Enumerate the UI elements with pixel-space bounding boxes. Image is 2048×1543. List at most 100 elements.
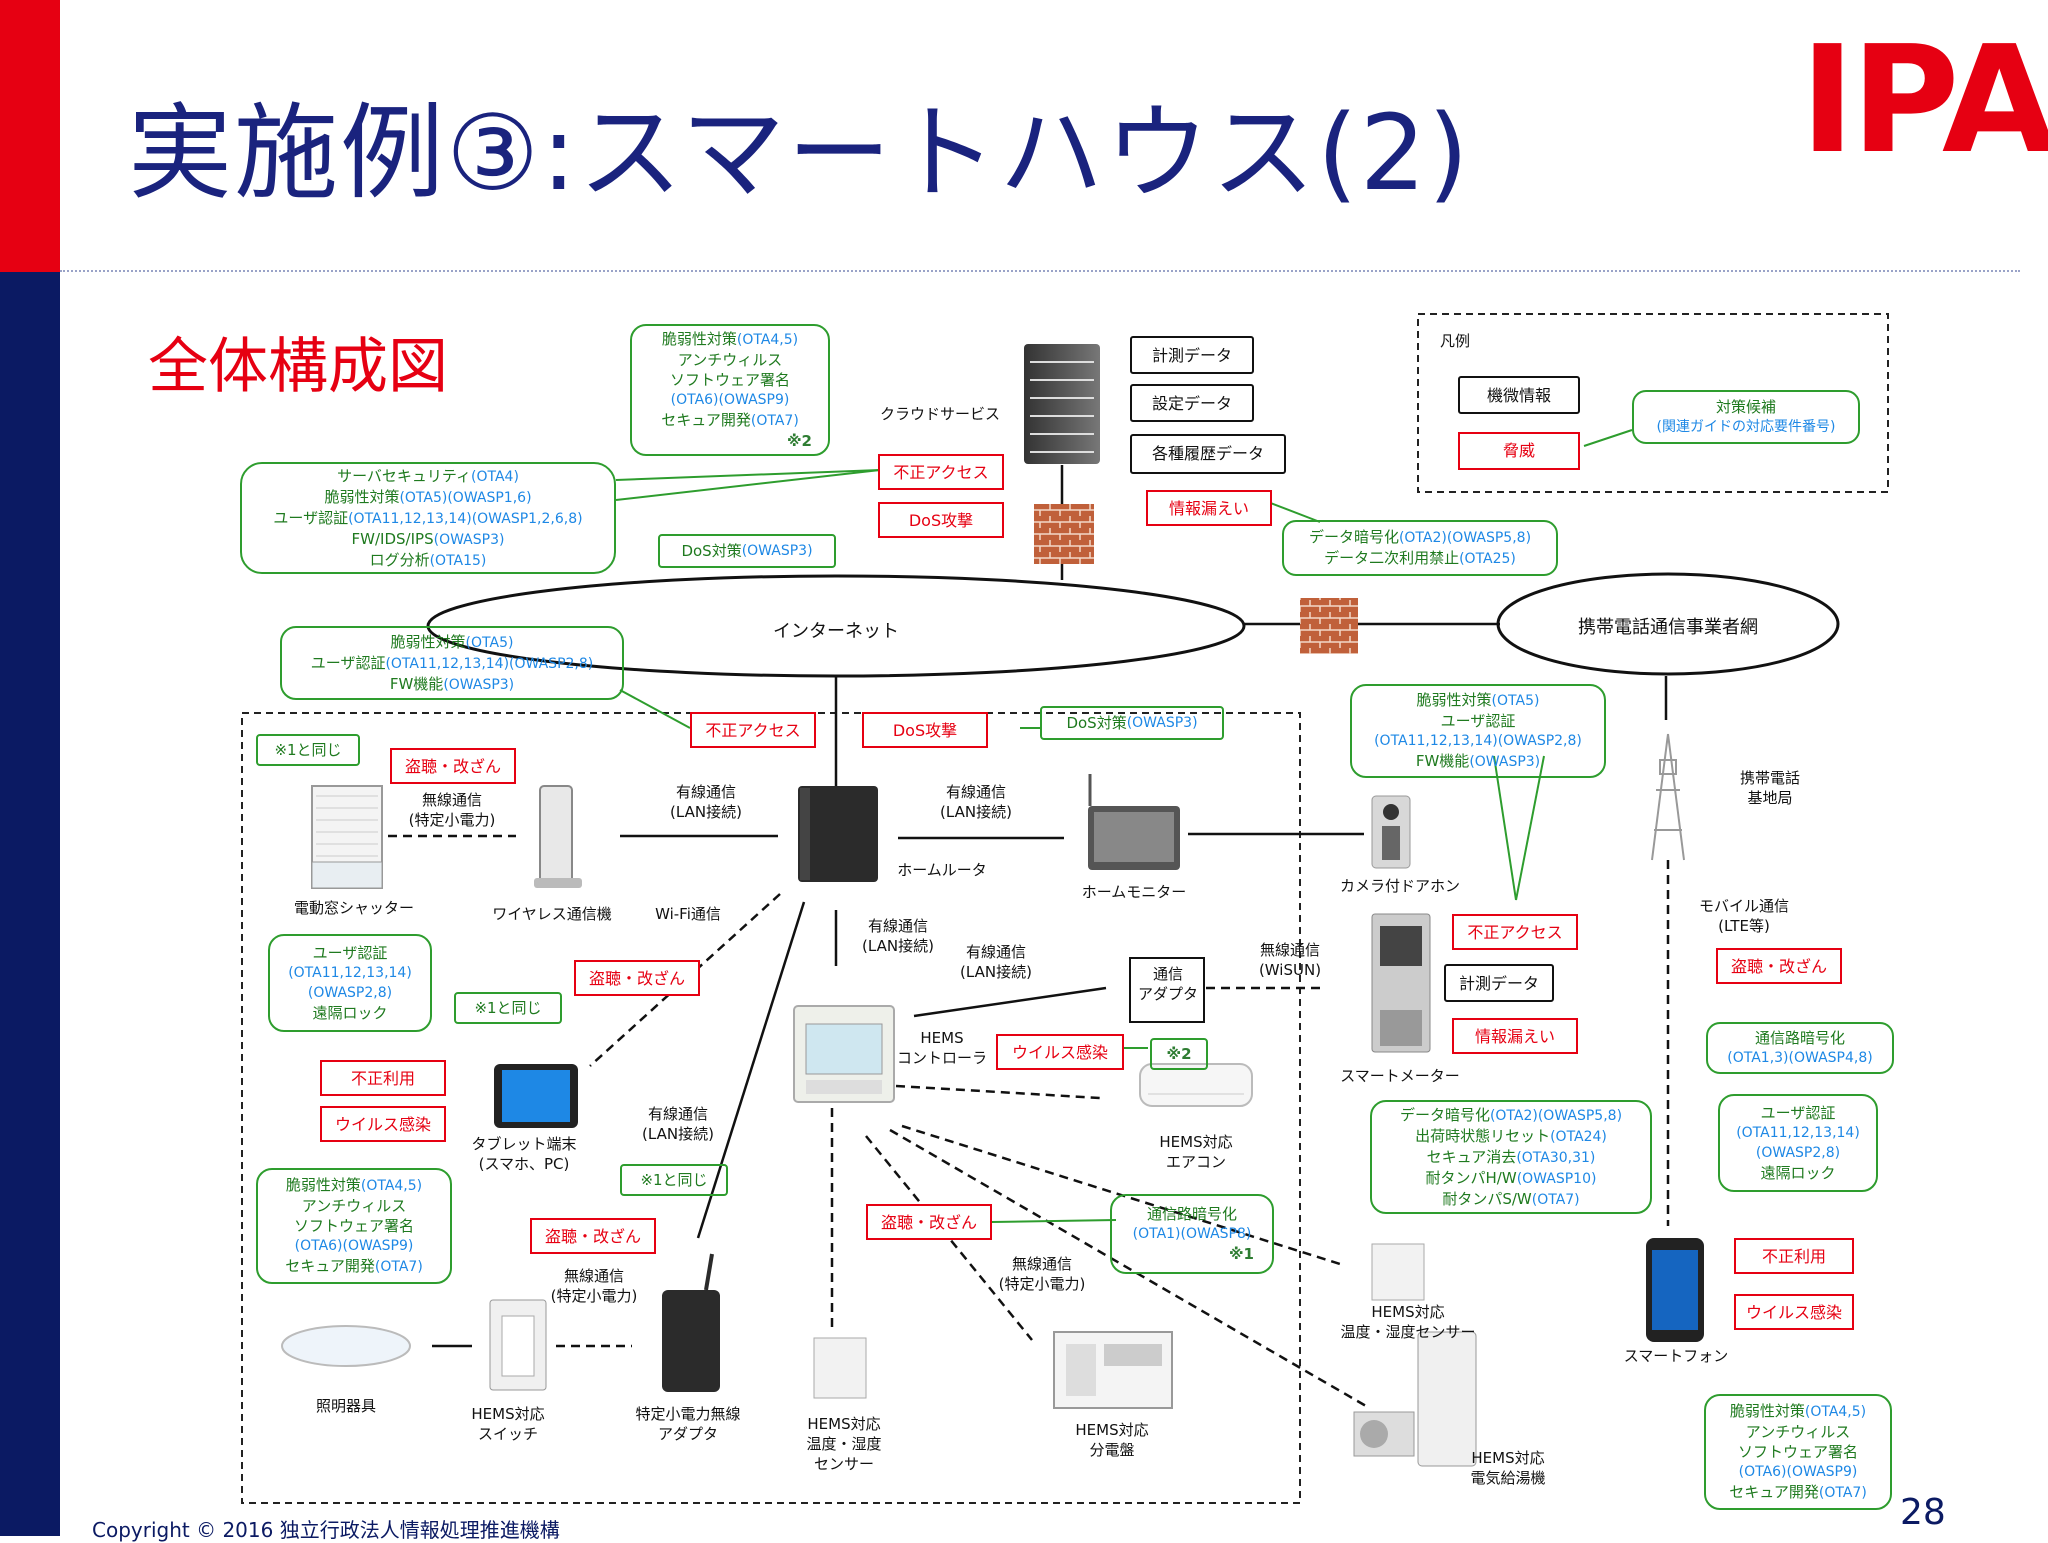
- link-wired-label-sub: (LAN接続): [940, 803, 1012, 821]
- measure-phone-auth: ユーザ認証 (OTA11,12,13,14) (OWASP2,8) 遠隔ロック: [1718, 1094, 1878, 1192]
- threat-cloud-dos: DoS攻撃: [878, 502, 1004, 538]
- cloud-service-label: クラウドサービス: [879, 405, 1001, 423]
- link-wired-label-sub: (LAN接続): [862, 937, 934, 955]
- measure-same-as-1: ※1と同じ: [620, 1164, 728, 1196]
- comm-adapter-label-1: 通信: [1152, 965, 1184, 983]
- link-wired-label: 有線通信: [675, 783, 737, 801]
- base-station-label-2: 基地局: [1747, 789, 1793, 807]
- home-router-icon: [798, 786, 878, 882]
- water-heater-label-1: HEMS対応: [1471, 1449, 1545, 1467]
- measure-hems-note-2: ※2: [1150, 1038, 1208, 1070]
- link-wired-label-sub: (LAN接続): [960, 963, 1032, 981]
- lp-adapter-label-2: アダプタ: [657, 1425, 719, 1443]
- sensor-in-label-3: センサー: [813, 1455, 875, 1473]
- panel-label-2: 分電盤: [1089, 1441, 1135, 1459]
- hems-controller-label-1: HEMS: [920, 1029, 964, 1047]
- section-title: 全体構成図: [148, 332, 448, 402]
- threat-cloud-leak: 情報漏えい: [1146, 490, 1272, 526]
- link-mobile-label: モバイル通信: [1698, 897, 1790, 915]
- data-history-box: 各種履歴データ: [1130, 434, 1286, 474]
- measure-cloud-dos: DoS対策(OWASP3): [658, 534, 836, 568]
- measure-radio-encryption: 通信路暗号化 (OTA1)(OWASP8) ※1: [1110, 1194, 1274, 1274]
- legend-countermeasure-box: 対策候補 (関連ガイドの対応要件番号): [1632, 390, 1860, 444]
- link-wired-label: 有線通信: [965, 943, 1027, 961]
- water-heater-icon: [1353, 1331, 1477, 1467]
- threat-tablet-tamper: 盗聴・改ざん: [574, 960, 700, 996]
- measure-same-as-1: ※1と同じ: [454, 992, 562, 1024]
- threat-lp-tamper: 盗聴・改ざん: [530, 1218, 656, 1254]
- firewall-icon: [1034, 504, 1094, 564]
- mobile-network-label: 携帯電話通信事業者網: [1578, 617, 1758, 638]
- wifi-label: Wi-Fi通信: [655, 905, 721, 923]
- aircon-label-1: HEMS対応: [1159, 1133, 1233, 1151]
- data-measure-box: 計測データ: [1130, 336, 1254, 374]
- low-power-adapter-icon: [662, 1253, 720, 1392]
- shutter-label: 電動窓シャッター: [293, 899, 415, 917]
- threat-meter-leak: 情報漏えい: [1452, 1018, 1578, 1054]
- threat-tablet-virus: ウイルス感染: [320, 1106, 446, 1142]
- measure-router: 脆弱性対策(OTA5) ユーザ認証(OTA11,12,13,14)(OWASP2…: [280, 626, 624, 700]
- link-mobile-label-sub: (LTE等): [1718, 917, 1770, 935]
- link-radio-label-sub: (特定小電力): [550, 1287, 638, 1305]
- threat-phone-virus: ウイルス感染: [1734, 1294, 1854, 1330]
- page-number: 28: [1900, 1492, 1946, 1533]
- distribution-panel-icon: [1053, 1331, 1173, 1409]
- threat-hems-virus: ウイルス感染: [996, 1034, 1124, 1070]
- smartphone-label: スマートフォン: [1623, 1347, 1729, 1365]
- panel-label-1: HEMS対応: [1075, 1421, 1149, 1439]
- link-radio-label-sub: (特定小電力): [408, 811, 496, 829]
- threat-mobile-tamper: 盗聴・改ざん: [1716, 948, 1842, 984]
- tablet-icon: [494, 1064, 578, 1128]
- lp-adapter-label-1: 特定小電力無線: [635, 1405, 741, 1423]
- legend-threat-box: 脅威: [1458, 432, 1580, 470]
- measure-meter-data: データ暗号化(OTA2)(OWASP5,8) 出荷時状態リセット(OTA24) …: [1370, 1100, 1652, 1214]
- switch-label-2: スイッチ: [477, 1425, 539, 1443]
- sensor-in-label-2: 温度・湿度: [806, 1435, 882, 1453]
- link-radio-label: 無線通信: [421, 791, 483, 809]
- link-wisun-label: 無線通信: [1259, 941, 1321, 959]
- base-station-tower-icon: [1651, 733, 1685, 861]
- base-station-label-1: 携帯電話: [1739, 769, 1801, 787]
- threat-shutter-tamper: 盗聴・改ざん: [390, 748, 516, 784]
- door-camera-icon: [1371, 795, 1411, 869]
- threat-radio-tamper: 盗聴・改ざん: [866, 1204, 992, 1240]
- outdoor-sensor-icon: [1371, 1243, 1425, 1301]
- light-fixture-icon: [281, 1325, 411, 1367]
- sensor-in-label-1: HEMS対応: [807, 1415, 881, 1433]
- window-shutter-icon: [311, 785, 383, 889]
- link-wisun-label-sub: (WiSUN): [1258, 961, 1322, 979]
- measure-cloud-vuln: 脆弱性対策(OTA4,5) アンチウィルス ソフトウェア署名 (OTA6)(OW…: [630, 324, 830, 456]
- home-monitor-label: ホームモニター: [1081, 883, 1187, 901]
- link-radio-label: 無線通信: [1011, 1255, 1073, 1273]
- measure-meter-auth: 脆弱性対策(OTA5) ユーザ認証 (OTA11,12,13,14)(OWASP…: [1350, 684, 1606, 778]
- smart-meter-icon: [1371, 913, 1431, 1053]
- threat-cloud-access: 不正アクセス: [878, 454, 1004, 490]
- firewall-icon: [1300, 598, 1358, 654]
- light-label: 照明器具: [315, 1397, 377, 1415]
- communication-adapter-icon: [1129, 957, 1205, 1023]
- outdoor-sensor-label-2: 温度・湿度センサー: [1340, 1323, 1476, 1341]
- hems-controller-icon: [793, 1005, 895, 1103]
- link-wired-label: 有線通信: [867, 917, 929, 935]
- home-monitor-icon: [1088, 774, 1180, 870]
- callout-pointers: [615, 429, 1633, 1223]
- measure-router-dos: DoS対策(OWASP3): [1040, 706, 1224, 740]
- hems-controller-label-2: コントローラ: [896, 1049, 988, 1067]
- threat-router-dos: DoS攻撃: [862, 712, 988, 748]
- link-wired-label-sub: (LAN接続): [642, 1125, 714, 1143]
- smartphone-icon: [1646, 1238, 1704, 1342]
- wireless-unit-label: ワイヤレス通信機: [492, 905, 612, 923]
- legend-boundary: [1417, 313, 1889, 493]
- legend-title: 凡例: [1440, 332, 1471, 350]
- switch-label-1: HEMS対応: [471, 1405, 545, 1423]
- data-settings-box: 設定データ: [1130, 384, 1254, 422]
- threat-router-access: 不正アクセス: [690, 712, 816, 748]
- link-wired-label-sub: (LAN接続): [670, 803, 742, 821]
- measure-phone-vuln: 脆弱性対策(OTA4,5) アンチウィルス ソフトウェア署名 (OTA6)(OW…: [1704, 1394, 1892, 1510]
- threat-phone-misuse: 不正利用: [1734, 1238, 1854, 1274]
- measure-tablet-auth: ユーザ認証 (OTA11,12,13,14) (OWASP2,8) 遠隔ロック: [268, 934, 432, 1032]
- door-camera-label: カメラ付ドアホン: [1339, 877, 1461, 895]
- measure-tablet-vuln: 脆弱性対策(OTA4,5) アンチウィルス ソフトウェア署名 (OTA6)(OW…: [256, 1168, 452, 1284]
- aircon-label-2: エアコン: [1165, 1153, 1227, 1171]
- wireless-unit-icon: [534, 785, 582, 888]
